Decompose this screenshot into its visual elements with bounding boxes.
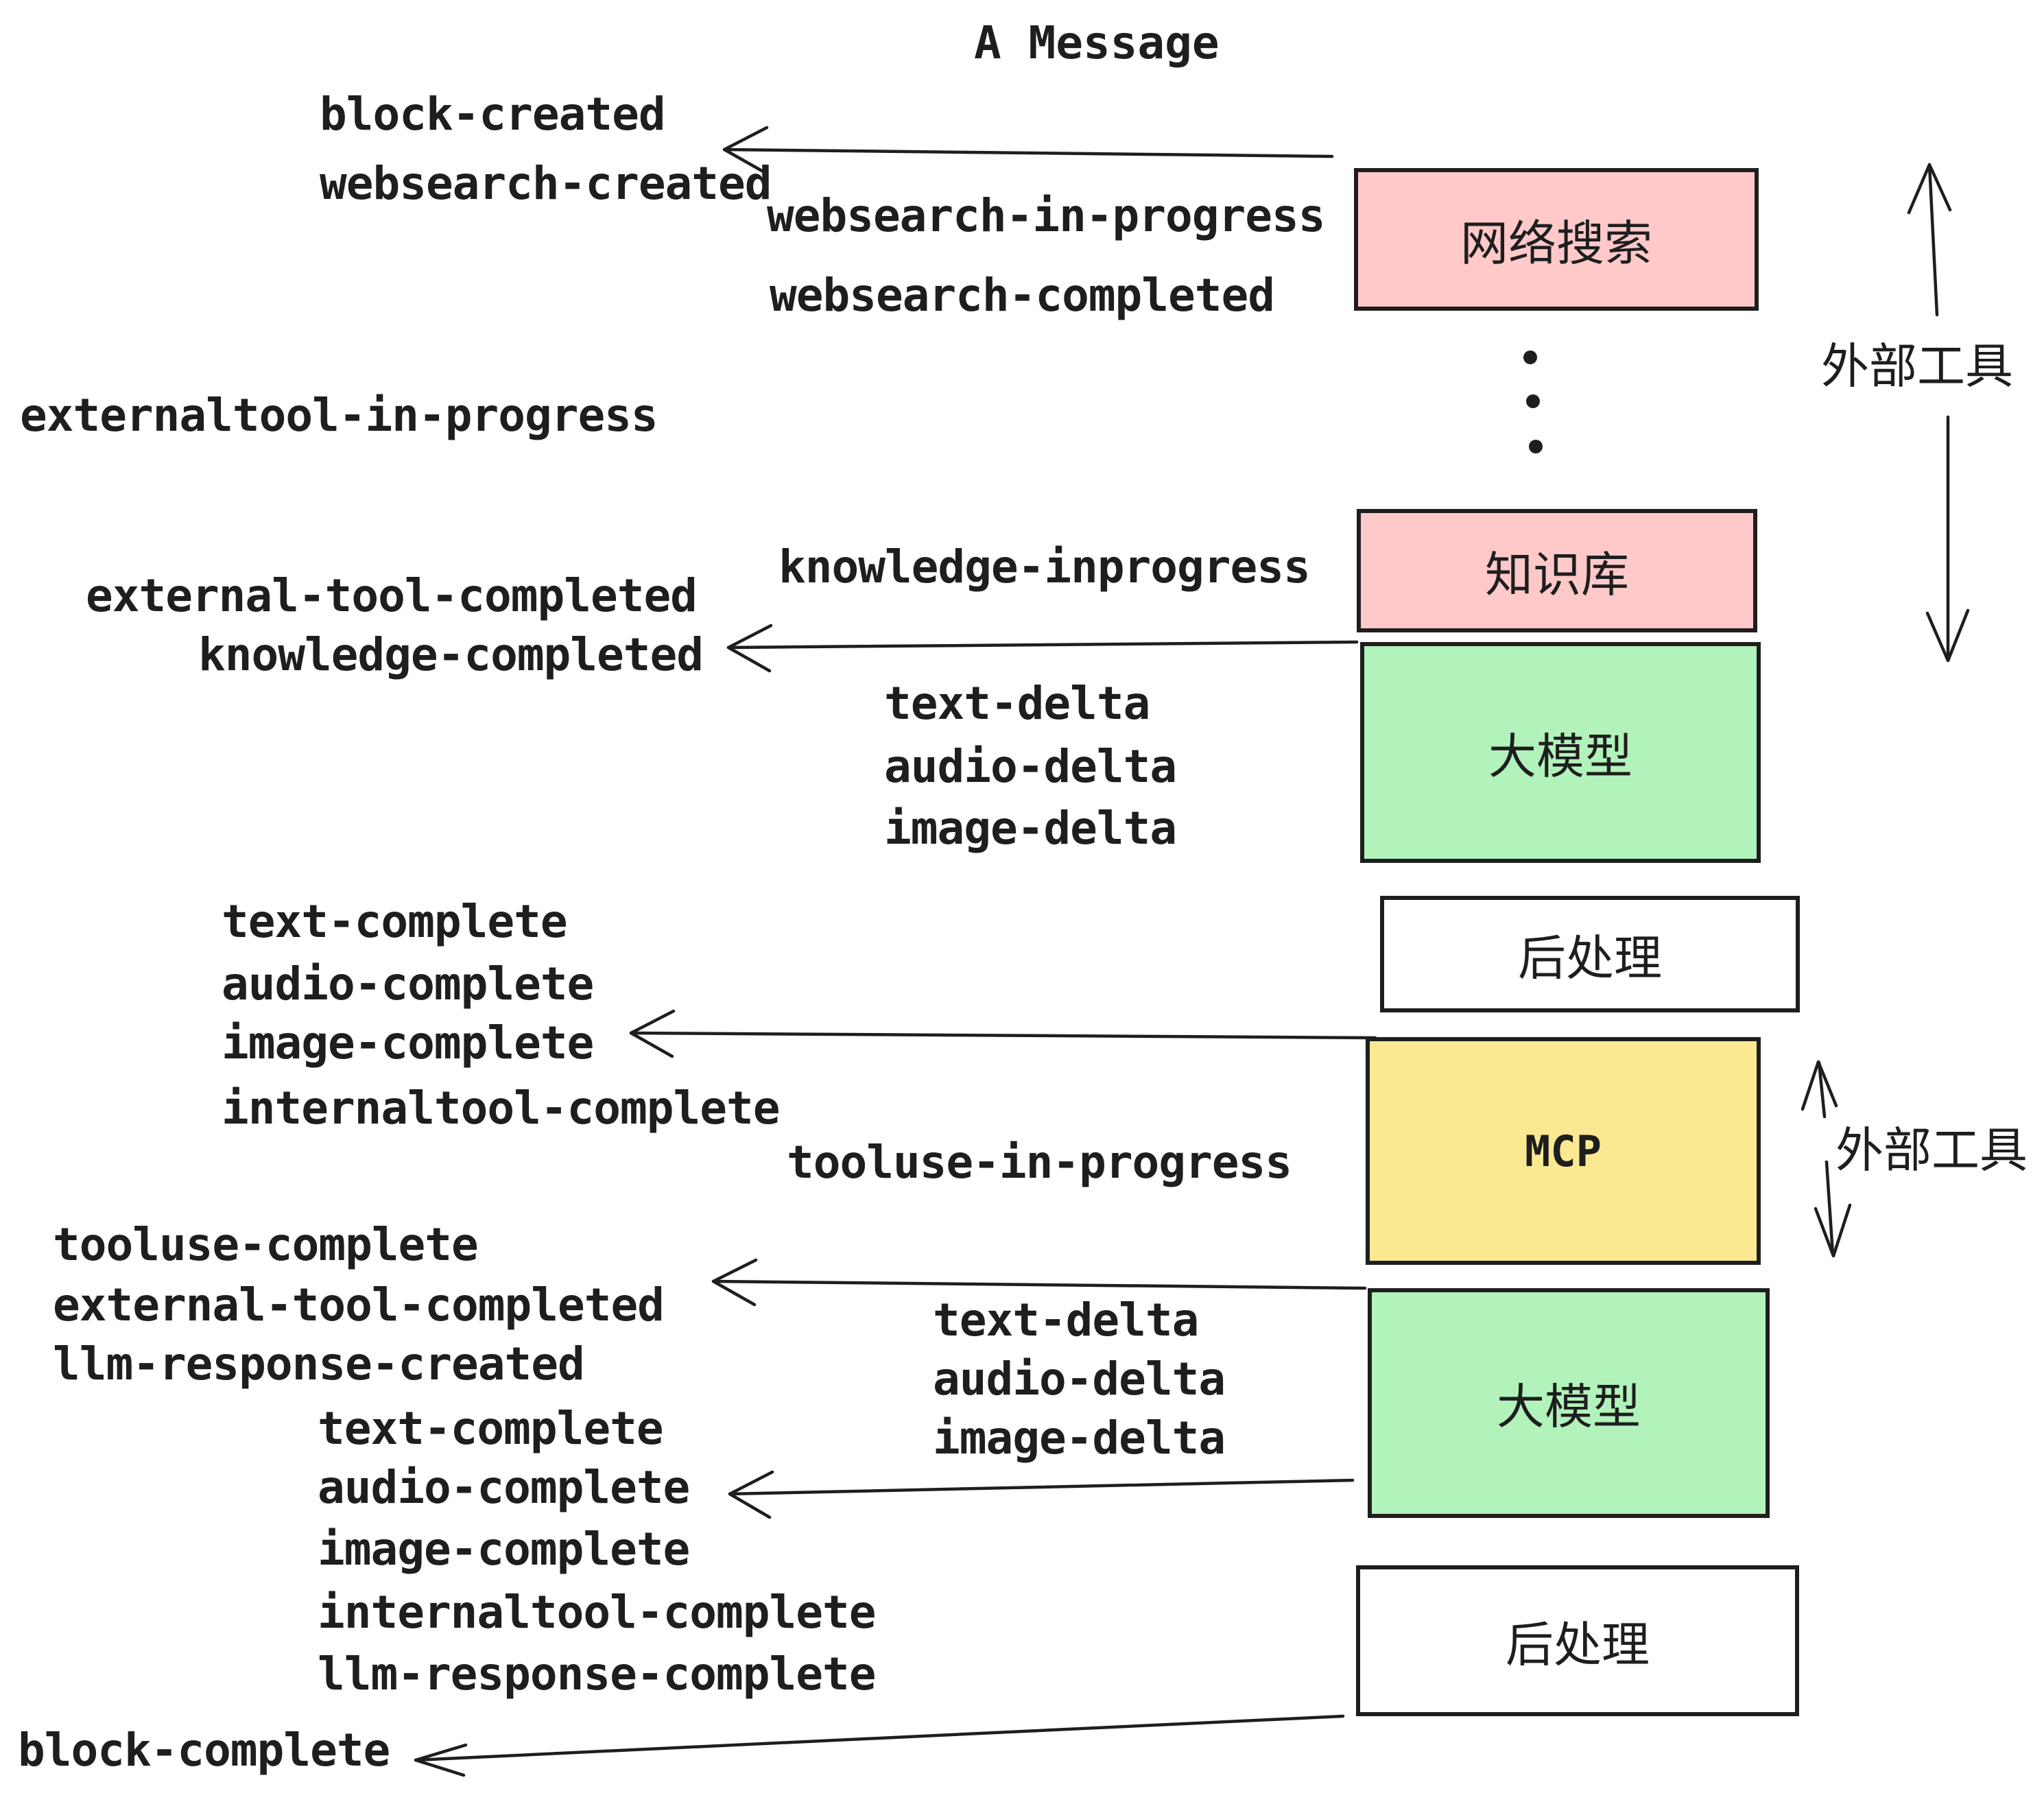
diagram-title: A Message <box>974 16 1220 69</box>
event-websearch-created: websearch-created <box>320 157 772 210</box>
node-knowledge-label: 知识库 <box>1485 546 1629 603</box>
event-tooluse-in-progress: tooluse-in-progress <box>787 1136 1292 1189</box>
event-external-tool-completed-1: external-tool-completed <box>86 569 698 622</box>
event-audio-complete-2: audio-complete <box>318 1461 690 1514</box>
arrow-audio-complete <box>728 1470 1355 1519</box>
event-llm-response-created: llm-response-created <box>53 1338 585 1390</box>
event-text-complete-2: text-complete <box>318 1402 664 1455</box>
node-mcp-label: MCP <box>1525 1126 1602 1176</box>
event-image-delta-1: image-delta <box>884 802 1177 855</box>
event-text-delta-1: text-delta <box>884 677 1150 730</box>
ellipsis-dots <box>1523 351 1543 453</box>
node-websearch: 网络搜索 <box>1354 168 1759 311</box>
external-tools-down-arrow <box>1925 415 1970 663</box>
event-audio-delta-1: audio-delta <box>884 740 1177 793</box>
node-llm-1-label: 大模型 <box>1488 728 1632 785</box>
event-externaltool-in-progress: externaltool-in-progress <box>20 389 658 442</box>
event-image-delta-2: image-delta <box>933 1412 1226 1464</box>
event-block-created: block-created <box>320 88 666 141</box>
event-llm-response-complete: llm-response-complete <box>318 1648 876 1700</box>
node-postprocess-2-label: 后处理 <box>1506 1616 1650 1673</box>
arrow-websearch-created <box>722 126 1334 175</box>
event-text-delta-2: text-delta <box>933 1294 1199 1346</box>
node-mcp: MCP <box>1366 1037 1761 1265</box>
node-llm-2: 大模型 <box>1368 1288 1770 1518</box>
external-tools-label-top: 外部工具 <box>1821 338 2013 394</box>
event-websearch-completed: websearch-completed <box>770 269 1275 322</box>
event-internaltool-complete-2: internaltool-complete <box>318 1586 876 1639</box>
external-tools-up-arrow <box>1907 163 1952 317</box>
node-postprocess-1-label: 后处理 <box>1518 929 1662 986</box>
event-external-tool-completed-2: external-tool-completed <box>53 1279 665 1331</box>
node-postprocess-2: 后处理 <box>1356 1565 1799 1716</box>
event-internaltool-complete-1: internaltool-complete <box>222 1082 780 1135</box>
external-tools-label-mid: 外部工具 <box>1835 1122 2028 1178</box>
event-audio-delta-2: audio-delta <box>933 1353 1226 1405</box>
node-knowledge: 知识库 <box>1357 509 1757 632</box>
node-postprocess-1: 后处理 <box>1380 896 1800 1012</box>
node-llm-2-label: 大模型 <box>1497 1379 1641 1435</box>
node-websearch-label: 网络搜索 <box>1460 215 1652 272</box>
node-llm-1: 大模型 <box>1360 642 1761 863</box>
event-knowledge-inprogress: knowledge-inprogress <box>779 541 1311 593</box>
event-image-complete-1: image-complete <box>222 1017 594 1069</box>
arrow-internaltool-complete <box>629 1009 1377 1058</box>
arrow-block-complete <box>414 1714 1345 1777</box>
event-websearch-in-progress: websearch-in-progress <box>767 189 1325 242</box>
event-knowledge-completed: knowledge-completed <box>198 628 704 681</box>
event-tooluse-complete: tooluse-complete <box>53 1218 479 1271</box>
arrow-knowledge-completed <box>726 624 1359 673</box>
event-block-complete: block-complete <box>18 1724 390 1777</box>
event-text-complete-1: text-complete <box>222 895 568 948</box>
event-image-complete-2: image-complete <box>318 1523 690 1576</box>
event-audio-complete-1: audio-complete <box>222 958 594 1010</box>
